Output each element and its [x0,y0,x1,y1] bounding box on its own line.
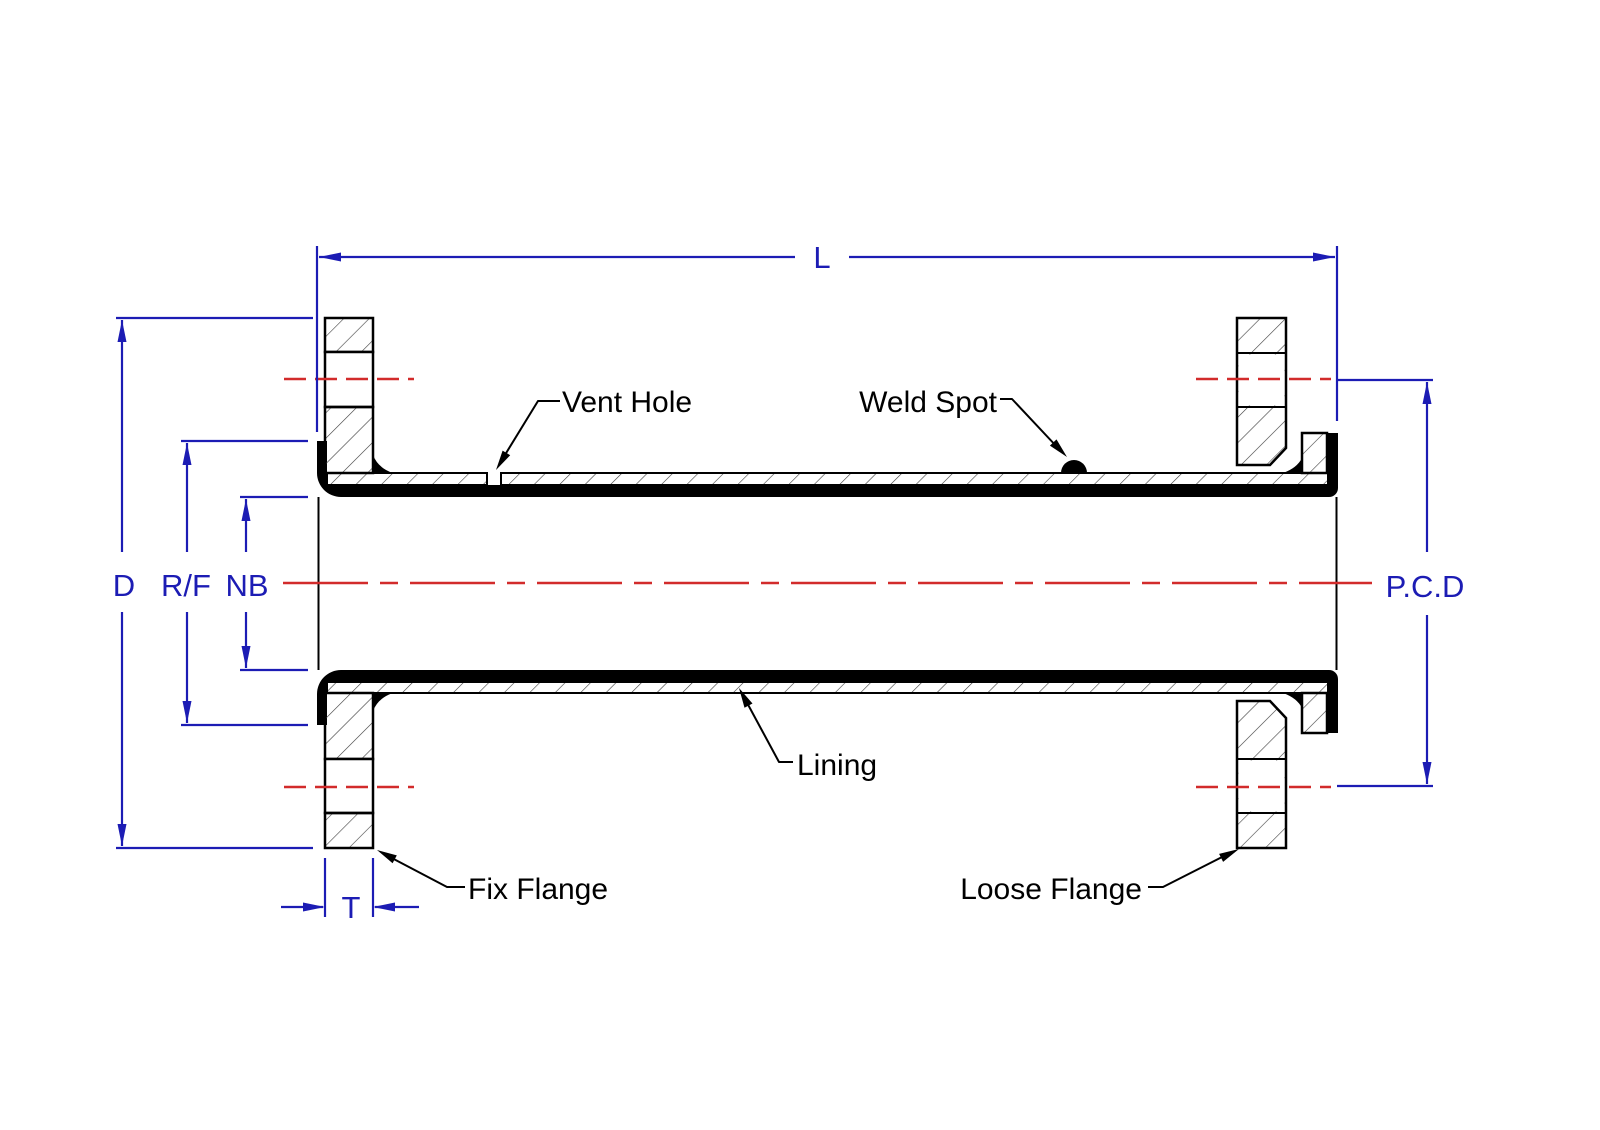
weld-fillet-bottom-right [1283,693,1302,708]
weld-fillet-bottom-left [373,693,393,711]
vent-hole [489,474,499,484]
callout-loose-flange: Loose Flange [960,849,1239,906]
arrowhead [303,902,325,912]
loose-flange-top [1235,316,1288,467]
dim-label-d: D [113,568,135,603]
lining-top [317,433,1338,497]
callout-lining: Lining [739,688,877,782]
dim-label-nb: NB [225,568,268,603]
dimension-diameter-d: D [113,316,313,850]
pipe-wall-top-right-segment [500,472,1329,486]
dim-label-t: T [342,890,361,925]
callout-label-fix-flange: Fix Flange [468,873,608,906]
lining-bottom [317,670,1338,733]
pipe-wall-top-left-segment [326,472,488,486]
arrowhead [241,646,251,668]
arrowhead [117,824,127,846]
dim-label-l: L [813,240,830,275]
dim-label-rf: R/F [161,568,211,603]
arrowhead [182,443,192,465]
stub-end-bottom [1300,691,1329,735]
leader-arrowhead [1219,849,1239,862]
leader-arrowhead [377,850,397,864]
arrowhead [319,252,341,262]
weld-fillet-top-right [1283,458,1302,473]
pipe-wall-bottom [326,681,1329,694]
leader-arrowhead [739,688,753,708]
dim-label-pcd: P.C.D [1386,569,1465,604]
arrowhead [373,902,395,912]
callout-label-weld-spot: Weld Spot [859,386,998,419]
weld-spot [1061,460,1087,473]
arrowhead [241,499,251,521]
callout-label-vent-hole: Vent Hole [562,386,692,419]
arrowhead [1422,762,1432,784]
arrowhead [182,701,192,723]
callout-weld-spot: Weld Spot [859,386,1067,457]
stub-end-top [1300,431,1329,475]
callout-vent-hole: Vent Hole [496,386,692,470]
centerlines [283,377,1372,789]
arrowhead [117,320,127,342]
callout-label-loose-flange: Loose Flange [960,873,1142,906]
fix-flange-top [323,316,375,475]
dimension-raised-face-rf: R/F [161,439,308,727]
arrowhead [1313,252,1335,262]
weld-fillet-top-left [373,455,393,473]
dimension-pitch-circle-pcd: P.C.D [1337,378,1465,788]
loose-flange-bottom [1235,699,1288,850]
fix-flange-bottom [323,691,375,850]
dimension-length-l: L [315,240,1339,432]
dimension-nominal-bore-nb: NB [225,495,308,672]
callout-label-lining: Lining [797,749,877,782]
leader-arrowhead [1049,439,1067,457]
dimension-thickness-t: T [281,858,419,925]
callout-fix-flange: Fix Flange [377,850,608,906]
arrowhead [1422,382,1432,404]
leader-arrowhead [496,450,511,470]
